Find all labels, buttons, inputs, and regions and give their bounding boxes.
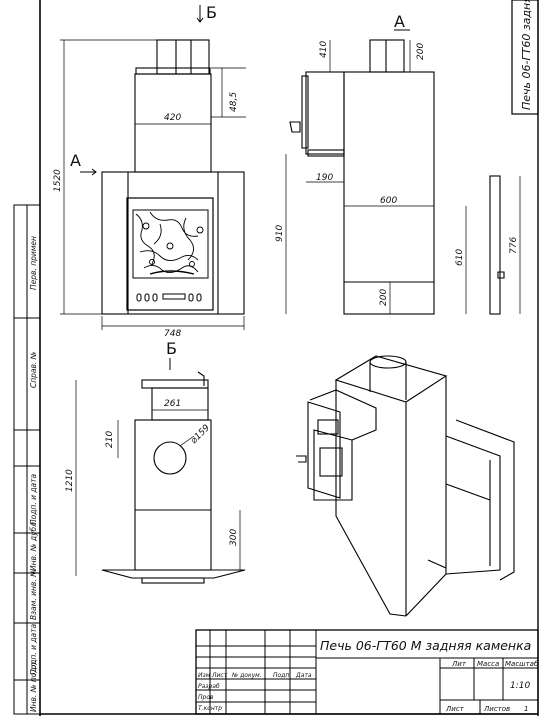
dim-plan-300: 300	[229, 529, 239, 546]
tb-data: Дата	[295, 672, 312, 679]
section-mark-a-left: А	[70, 151, 81, 170]
dim-plan-159: ⌀159	[189, 423, 212, 446]
tb-razrab: Разраб	[198, 683, 220, 690]
front-dimensions	[60, 39, 246, 330]
side-label-podp-data-2: Подп. и дата	[29, 624, 38, 675]
tb-massa: Масса	[477, 660, 499, 668]
dim-front-base-width: 748	[164, 329, 181, 339]
dim-plan-261: 261	[164, 399, 181, 409]
isometric-view	[296, 355, 515, 617]
dim-plan-210: 210	[105, 431, 115, 448]
tb-list: Лист	[445, 705, 465, 713]
dim-side-910: 910	[275, 225, 285, 242]
tb-scale: 1:10	[510, 681, 530, 691]
plan-dimensions	[75, 380, 241, 576]
plan-view	[101, 371, 246, 584]
tb-izm: Изм	[198, 672, 211, 679]
ash-vents	[136, 293, 202, 302]
side-view	[289, 39, 505, 315]
tb-prov: Пров	[198, 694, 214, 701]
side-label-sprav: Справ. №	[29, 351, 38, 388]
dim-side-190: 190	[316, 173, 333, 183]
tb-listov-count: 1	[524, 705, 528, 713]
section-mark-b-top: Б	[206, 3, 217, 22]
corner-stamp: Печь 06-ГТ60 задняя каме	[511, 0, 539, 115]
tb-lit: Лит	[451, 660, 467, 668]
dim-plan-1210: 1210	[65, 469, 75, 492]
sheet-frame	[39, 0, 539, 716]
front-view	[101, 39, 245, 315]
side-label-perv-primen: Перв. примен	[29, 236, 38, 290]
title-block-title: Печь 06-ГТ60 М задняя каменка	[320, 638, 531, 653]
tb-tkontr: Т.контр	[198, 705, 222, 712]
side-strip	[13, 204, 41, 715]
tb-podp: Подп	[273, 672, 289, 679]
section-mark-b-bottom: Б	[166, 339, 177, 358]
tb-listov: Листов	[483, 705, 510, 713]
dim-side-776: 776	[509, 237, 519, 254]
section-arrows	[80, 5, 410, 370]
dim-side-410: 410	[319, 41, 329, 58]
title-block	[195, 629, 539, 715]
dim-front-height-total: 1520	[53, 169, 63, 192]
dim-side-610: 610	[455, 249, 465, 266]
tb-docum: № докум.	[231, 672, 262, 679]
side-label-inv-podl: Инв. № подл.	[29, 660, 38, 712]
dim-side-200-bottom: 200	[379, 289, 389, 306]
section-mark-a-right: А	[394, 12, 405, 31]
corner-stamp-text: Печь 06-ГТ60 задняя каме	[520, 0, 533, 110]
dim-side-200-top: 200	[416, 43, 426, 60]
tb-masshtab: Масштаб	[505, 660, 539, 668]
dim-front-width-top: 420	[164, 113, 181, 123]
side-label-inv-dubl: Инв. № дубл.	[29, 520, 38, 571]
side-label-vzam-inv: Взам. инв. №	[29, 569, 38, 620]
side-label-podp-data-1: Подп. и дата	[29, 474, 38, 525]
dim-side-600: 600	[380, 196, 397, 206]
tb-row-list: Лист	[211, 672, 228, 679]
door-glass-pattern	[135, 211, 204, 275]
side-dimensions	[285, 40, 521, 314]
dim-front-chimney-h: 48,5	[229, 92, 239, 112]
